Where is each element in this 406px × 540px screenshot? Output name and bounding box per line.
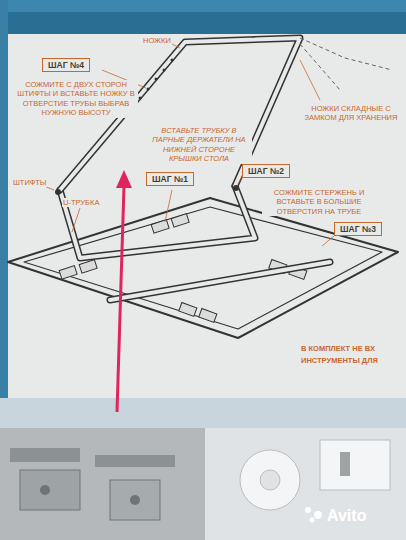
- step-label: ШАГ №4: [48, 60, 84, 70]
- instruction-note: ВСТАВЬТЕ ТРУБКУ В ПАРНЫЕ ДЕРЖАТЕЛИ НА НИ…: [146, 126, 252, 164]
- art-shape: [139, 97, 142, 100]
- art-shape: [147, 88, 150, 91]
- art-shape: [233, 185, 239, 191]
- part-label: ШТИФТЫ: [12, 178, 47, 187]
- art-shape: [110, 262, 330, 300]
- step-label: ШАГ №1: [152, 174, 188, 184]
- folded-leg-outline: [300, 38, 392, 90]
- red-arrow: [116, 170, 132, 412]
- art-shape: [310, 518, 315, 523]
- step-label: ШАГ №3: [340, 224, 376, 234]
- art-shape: [300, 60, 320, 100]
- art-shape: [151, 220, 169, 234]
- art-shape: [110, 262, 330, 300]
- instruction-note: СОЖМИТЕ СТЕРЖЕНЬ И ВСТАВЬТЕ В БОЛЬШИЕ ОТ…: [262, 188, 376, 216]
- art-shape: [320, 440, 390, 490]
- art-shape: [171, 59, 174, 62]
- step-box: ШАГ №4: [42, 58, 90, 72]
- art-shape: [10, 448, 80, 462]
- watermark: Avito: [326, 506, 367, 526]
- note-fragment: В КОМПЛЕКТ НЕ ВХ: [300, 344, 376, 353]
- art-shape: [172, 44, 180, 48]
- step-box: ШАГ №3: [334, 222, 382, 236]
- art-shape: [165, 190, 172, 222]
- art-shape: [300, 38, 392, 70]
- holders: [59, 214, 307, 323]
- step-box: ШАГ №1: [146, 172, 194, 186]
- note-fragment: ИНСТРУМЕНТЫ ДЛЯ: [300, 356, 379, 365]
- part-label: U-ТРУБКА: [62, 198, 100, 207]
- art-shape: [0, 428, 205, 540]
- art-shape: [0, 398, 406, 540]
- art-shape: [260, 470, 280, 490]
- art-shape: [340, 452, 350, 476]
- step-label: ШАГ №2: [248, 166, 284, 176]
- instruction-note: НОЖКИ СКЛАДНЫЕ С ЗАМКОМ ДЛЯ ХРАНЕНИЯ: [302, 104, 400, 123]
- part-label: НОЖКИ: [142, 36, 172, 45]
- art-shape: [72, 208, 80, 232]
- art-shape: [199, 309, 217, 323]
- art-shape: [60, 186, 255, 258]
- art-shape: [55, 189, 61, 195]
- art-shape: [300, 44, 340, 90]
- art-shape: [79, 260, 97, 274]
- art-shape: [95, 455, 175, 467]
- step-box: ШАГ №2: [242, 164, 290, 178]
- art-shape: [116, 170, 132, 188]
- art-shape: [110, 480, 160, 520]
- art-shape: [20, 470, 80, 510]
- art-shape: [0, 0, 406, 34]
- pins: [55, 185, 239, 195]
- art-shape: [60, 186, 255, 258]
- art-shape: [40, 485, 50, 495]
- art-shape: [205, 428, 406, 540]
- art-shape: [59, 266, 77, 280]
- art-shape: [322, 236, 334, 246]
- art-shape: [305, 507, 311, 513]
- tubes: [60, 38, 330, 300]
- art-shape: [179, 303, 197, 317]
- art-shape: [24, 207, 382, 329]
- art-shape: [155, 78, 158, 81]
- art-shape: [0, 0, 8, 400]
- instruction-note: СОЖМИТЕ С ДВУХ СТОРОН ШТИФТЫ И ВСТАВЬТЕ …: [14, 80, 138, 118]
- art-shape: [130, 495, 140, 505]
- art-shape: [240, 450, 300, 510]
- art-shape: [117, 186, 124, 412]
- art-shape: [8, 34, 406, 398]
- art-shape: [163, 69, 166, 72]
- art-shape: [0, 0, 406, 12]
- art-shape: [314, 511, 322, 519]
- art-shape: [171, 214, 189, 228]
